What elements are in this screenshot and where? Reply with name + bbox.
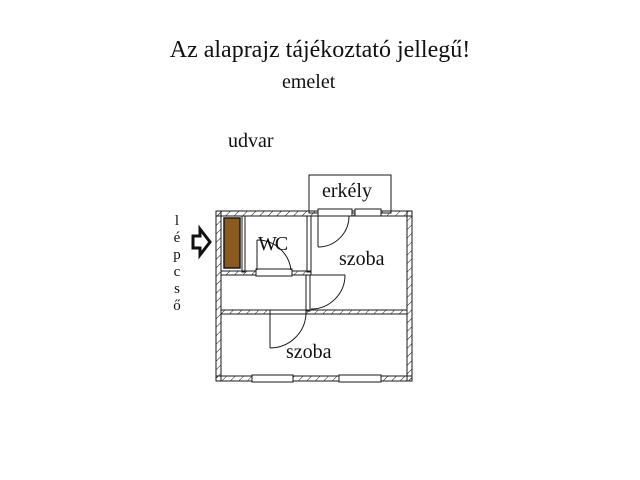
staircase-letter: ő xyxy=(173,298,181,314)
balcony-door xyxy=(317,208,353,217)
wc-door-frame xyxy=(255,268,293,277)
window xyxy=(354,208,382,217)
window xyxy=(338,374,382,383)
courtyard-label: udvar xyxy=(228,130,274,152)
title-text: Az alaprajz tájékoztató jellegű! xyxy=(169,37,471,63)
room-upper-label: szoba xyxy=(339,248,385,270)
wc-label: WC xyxy=(258,233,288,255)
staircase-letter: p xyxy=(173,247,181,263)
balcony-label: erkély xyxy=(322,180,372,202)
room-lower-label: szoba xyxy=(286,341,332,363)
floor-label: emelet xyxy=(282,71,336,93)
cabinet xyxy=(223,217,241,269)
staircase-letter: c xyxy=(173,264,181,280)
page-title: Az alaprajz tájékoztató jellegű! xyxy=(0,36,640,64)
staircase-letter: s xyxy=(174,281,180,297)
arrow-right-icon xyxy=(191,224,212,260)
windows xyxy=(251,208,382,383)
doors xyxy=(256,215,350,349)
staircase-letter: é xyxy=(173,230,181,246)
window xyxy=(251,374,294,383)
staircase-letter: l xyxy=(174,213,180,229)
outer-walls xyxy=(215,210,413,382)
staircase-label: l é p c s ő xyxy=(171,213,183,315)
